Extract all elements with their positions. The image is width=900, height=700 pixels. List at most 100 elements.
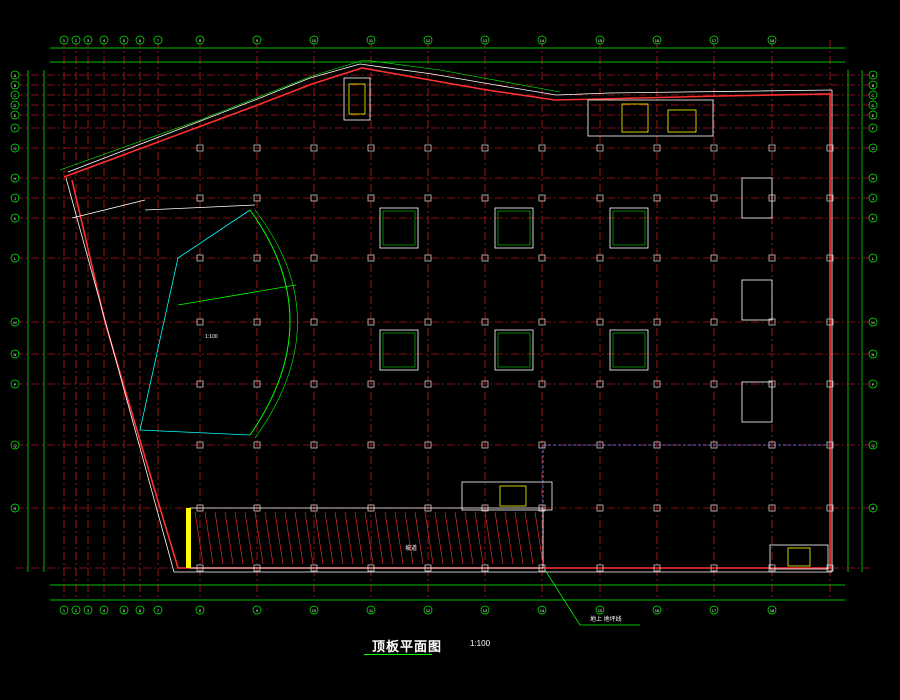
hatch-stroke bbox=[464, 511, 474, 565]
column bbox=[310, 441, 318, 449]
column bbox=[538, 194, 546, 202]
axis-bubble-label: J bbox=[14, 196, 16, 201]
axis-bubble-label: G bbox=[871, 146, 874, 151]
axis-bubble bbox=[537, 605, 547, 615]
axis-bubble bbox=[59, 605, 69, 615]
column bbox=[310, 380, 318, 388]
axis-bubble bbox=[10, 213, 20, 223]
axis-bubble-label: 18 bbox=[770, 608, 775, 613]
axis-bubble bbox=[10, 193, 20, 203]
axis-bubble-label: L bbox=[14, 256, 17, 261]
axis-bubble-label: 15 bbox=[598, 38, 603, 43]
column bbox=[653, 194, 661, 202]
axis-bubble-label: 2 bbox=[75, 608, 78, 613]
column bbox=[253, 194, 261, 202]
column bbox=[424, 254, 432, 262]
axis-bubble bbox=[868, 80, 878, 90]
axis-bubble-label: 4 bbox=[103, 38, 106, 43]
axis-bubble-label: 15 bbox=[598, 608, 603, 613]
column bbox=[481, 144, 489, 152]
axis-bubble bbox=[868, 193, 878, 203]
column bbox=[653, 380, 661, 388]
column bbox=[196, 254, 204, 262]
column bbox=[653, 564, 661, 572]
column bbox=[768, 504, 776, 512]
hatch-stroke bbox=[294, 511, 304, 565]
column bbox=[710, 380, 718, 388]
axis-bubble-label: 16 bbox=[655, 608, 660, 613]
axis-bubble bbox=[83, 35, 93, 45]
column bbox=[253, 144, 261, 152]
column bbox=[481, 318, 489, 326]
axis-bubble-label: N bbox=[14, 352, 17, 357]
column bbox=[538, 441, 546, 449]
axis-bubble-label: D bbox=[14, 103, 17, 108]
axis-bubble bbox=[868, 173, 878, 183]
axis-bubble-label: P bbox=[872, 382, 875, 387]
axis-bubble bbox=[59, 35, 69, 45]
column bbox=[253, 254, 261, 262]
axis-bubble bbox=[767, 35, 777, 45]
axis-bubble bbox=[652, 35, 662, 45]
axis-bubble bbox=[195, 35, 205, 45]
hatch-stroke bbox=[524, 511, 534, 565]
hatch-stroke bbox=[304, 511, 314, 565]
column bbox=[424, 380, 432, 388]
column bbox=[768, 144, 776, 152]
hatch-stroke bbox=[274, 511, 284, 565]
column bbox=[367, 441, 375, 449]
column bbox=[424, 441, 432, 449]
axis-bubble bbox=[10, 349, 20, 359]
axis-bubble-label: G bbox=[13, 146, 16, 151]
column bbox=[596, 144, 604, 152]
axis-bubble-label: 14 bbox=[540, 608, 545, 613]
axis-bubble-label: R bbox=[872, 506, 875, 511]
opening-inner bbox=[612, 210, 646, 246]
axis-bubble-label: 9 bbox=[256, 608, 259, 613]
hatch-stroke bbox=[204, 511, 214, 565]
column bbox=[710, 504, 718, 512]
column bbox=[596, 564, 604, 572]
column bbox=[253, 380, 261, 388]
column bbox=[826, 504, 834, 512]
axis-bubble bbox=[10, 80, 20, 90]
axis-bubble-label: 13 bbox=[483, 38, 488, 43]
column bbox=[481, 194, 489, 202]
axis-bubble-label: 7 bbox=[157, 608, 160, 613]
column bbox=[481, 380, 489, 388]
hatch-stroke bbox=[214, 511, 224, 565]
column bbox=[538, 144, 546, 152]
axis-bubble-label: 2 bbox=[75, 38, 78, 43]
hatch-stroke bbox=[454, 511, 464, 565]
side-opening bbox=[741, 381, 773, 423]
axis-bubble bbox=[10, 100, 20, 110]
axis-bubble-label: 3 bbox=[87, 608, 90, 613]
axis-bubble bbox=[99, 35, 109, 45]
axis-bubble bbox=[868, 503, 878, 513]
column bbox=[424, 144, 432, 152]
floor-opening bbox=[609, 329, 649, 371]
axis-bubble bbox=[868, 253, 878, 263]
axis-bubble bbox=[10, 317, 20, 327]
column bbox=[710, 318, 718, 326]
axis-bubble-label: M bbox=[13, 320, 16, 325]
axis-bubble bbox=[10, 440, 20, 450]
axis-bubble bbox=[652, 605, 662, 615]
axis-bubble bbox=[153, 605, 163, 615]
column bbox=[826, 144, 834, 152]
column bbox=[196, 318, 204, 326]
hatch-stroke bbox=[374, 511, 384, 565]
column bbox=[653, 441, 661, 449]
axis-bubble bbox=[480, 35, 490, 45]
column bbox=[367, 254, 375, 262]
axis-bubble-label: Q bbox=[871, 443, 874, 448]
hatch-stroke bbox=[284, 511, 294, 565]
column bbox=[596, 318, 604, 326]
axis-bubble-label: 14 bbox=[540, 38, 545, 43]
axis-bubble bbox=[309, 35, 319, 45]
axis-bubble bbox=[868, 70, 878, 80]
axis-bubble bbox=[709, 35, 719, 45]
